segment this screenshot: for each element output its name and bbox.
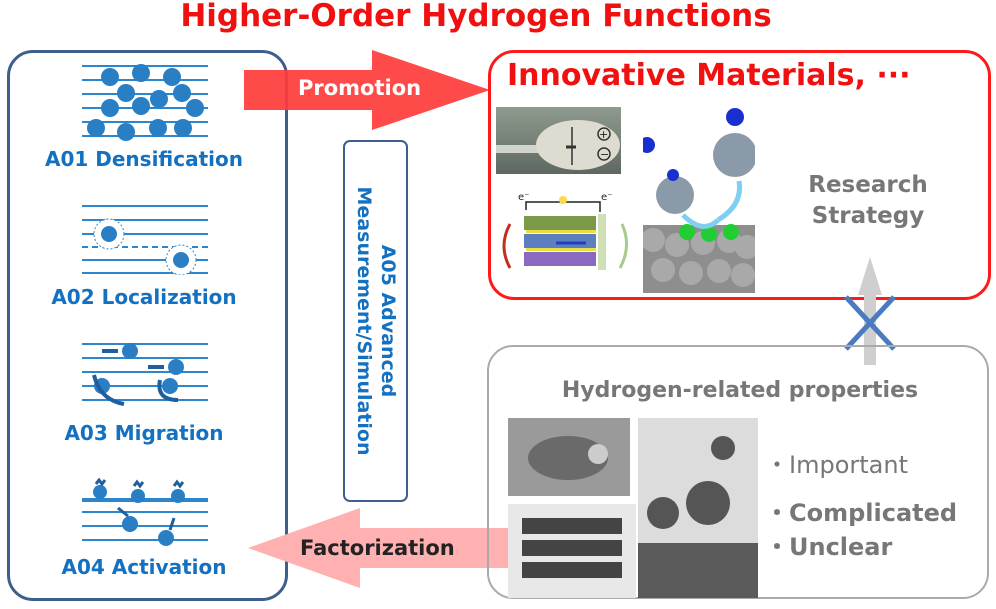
area-label-a01: A01 Densification [44, 147, 243, 171]
blocked-arrow [844, 257, 896, 365]
svg-text:e⁻: e⁻ [601, 192, 612, 203]
area-label-a03: A03 Migration [64, 421, 224, 445]
a05-line2: Measurement/Simulation [352, 186, 375, 456]
diagram-title: Higher-Order Hydrogen Functions [180, 0, 772, 34]
migration-icon [82, 343, 208, 406]
svg-text:+: + [599, 128, 608, 141]
factorization-label: Factorization [300, 536, 455, 560]
battery-photo: +− [496, 107, 621, 174]
area-label-a02: A02 Localization [51, 285, 237, 309]
electron-label: e⁻ [518, 192, 529, 203]
promotion-arrow [244, 50, 490, 130]
svg-text:−: − [600, 148, 609, 161]
properties-title: Hydrogen-related properties [561, 378, 919, 403]
factorization-arrow [248, 508, 510, 588]
densification-icon [82, 64, 208, 141]
area-label-a04: A04 Activation [61, 555, 227, 579]
innovative-materials-panel [488, 50, 991, 300]
a05-line1: A05 Advanced [376, 244, 399, 398]
research-areas-panel [7, 50, 288, 601]
property-bullet-important: ・Important [765, 451, 908, 479]
activation-icon [82, 478, 208, 546]
battery-schematic: e⁻ e⁻ [502, 192, 628, 270]
materials-title: Innovative Materials, ··· [507, 58, 911, 93]
properties-collage-image [508, 418, 758, 598]
hydrogen-properties-panel [487, 345, 989, 599]
strategy-line1: Research [808, 172, 928, 198]
property-bullet-unclear: ・Unclear [765, 533, 893, 561]
strategy-line2: Strategy [811, 203, 925, 229]
property-bullet-complicated: ・Complicated [765, 499, 958, 527]
molecular-surface-image [643, 108, 755, 293]
promotion-label: Promotion [298, 76, 422, 100]
localization-icon [82, 205, 208, 275]
